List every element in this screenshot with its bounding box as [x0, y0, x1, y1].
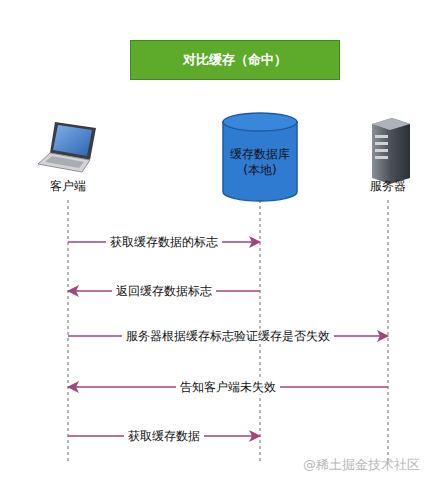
- lifeline: [387, 200, 389, 462]
- cylinder-top: [223, 113, 297, 131]
- message-label: 服务器根据缓存标志验证缓存是否失效: [122, 329, 334, 344]
- message-label: 获取缓存数据: [124, 429, 204, 444]
- laptop-screen: [53, 125, 92, 156]
- node-text-group: 客户端: [50, 178, 86, 194]
- node-label: 客户端: [50, 178, 86, 194]
- message-label: 获取缓存数据的标志: [106, 235, 222, 250]
- server-top: [372, 118, 410, 130]
- title-box: 对比缓存（命中）: [130, 40, 340, 80]
- server-slot: [375, 135, 388, 138]
- laptop-keyboard: [45, 156, 84, 168]
- title-text: 对比缓存（命中）: [183, 51, 287, 69]
- node-text-group: 服务器: [370, 178, 406, 194]
- node-label: 服务器: [370, 178, 406, 194]
- server-slot: [375, 156, 388, 159]
- message-label: 返回缓存数据标志: [112, 284, 216, 299]
- lifeline: [67, 200, 69, 462]
- server-body: [372, 118, 410, 184]
- watermark: @稀土掘金技术社区: [303, 456, 420, 474]
- server-slot: [375, 149, 388, 152]
- cylinder-body: [223, 121, 297, 201]
- node-text-group: 缓存数据库 (本地): [228, 146, 292, 178]
- server-slot: [375, 142, 388, 145]
- message-label: 告知客户端未失效: [176, 380, 280, 395]
- laptop-base: [38, 153, 90, 172]
- database-cylinder: 缓存数据库 (本地): [222, 112, 298, 202]
- node-label: 缓存数据库 (本地): [228, 146, 292, 178]
- laptop-icon: [38, 122, 96, 172]
- actor-node: 客户端: [28, 178, 108, 200]
- actor-node: 服务器: [348, 178, 428, 200]
- server-icon: [372, 118, 410, 184]
